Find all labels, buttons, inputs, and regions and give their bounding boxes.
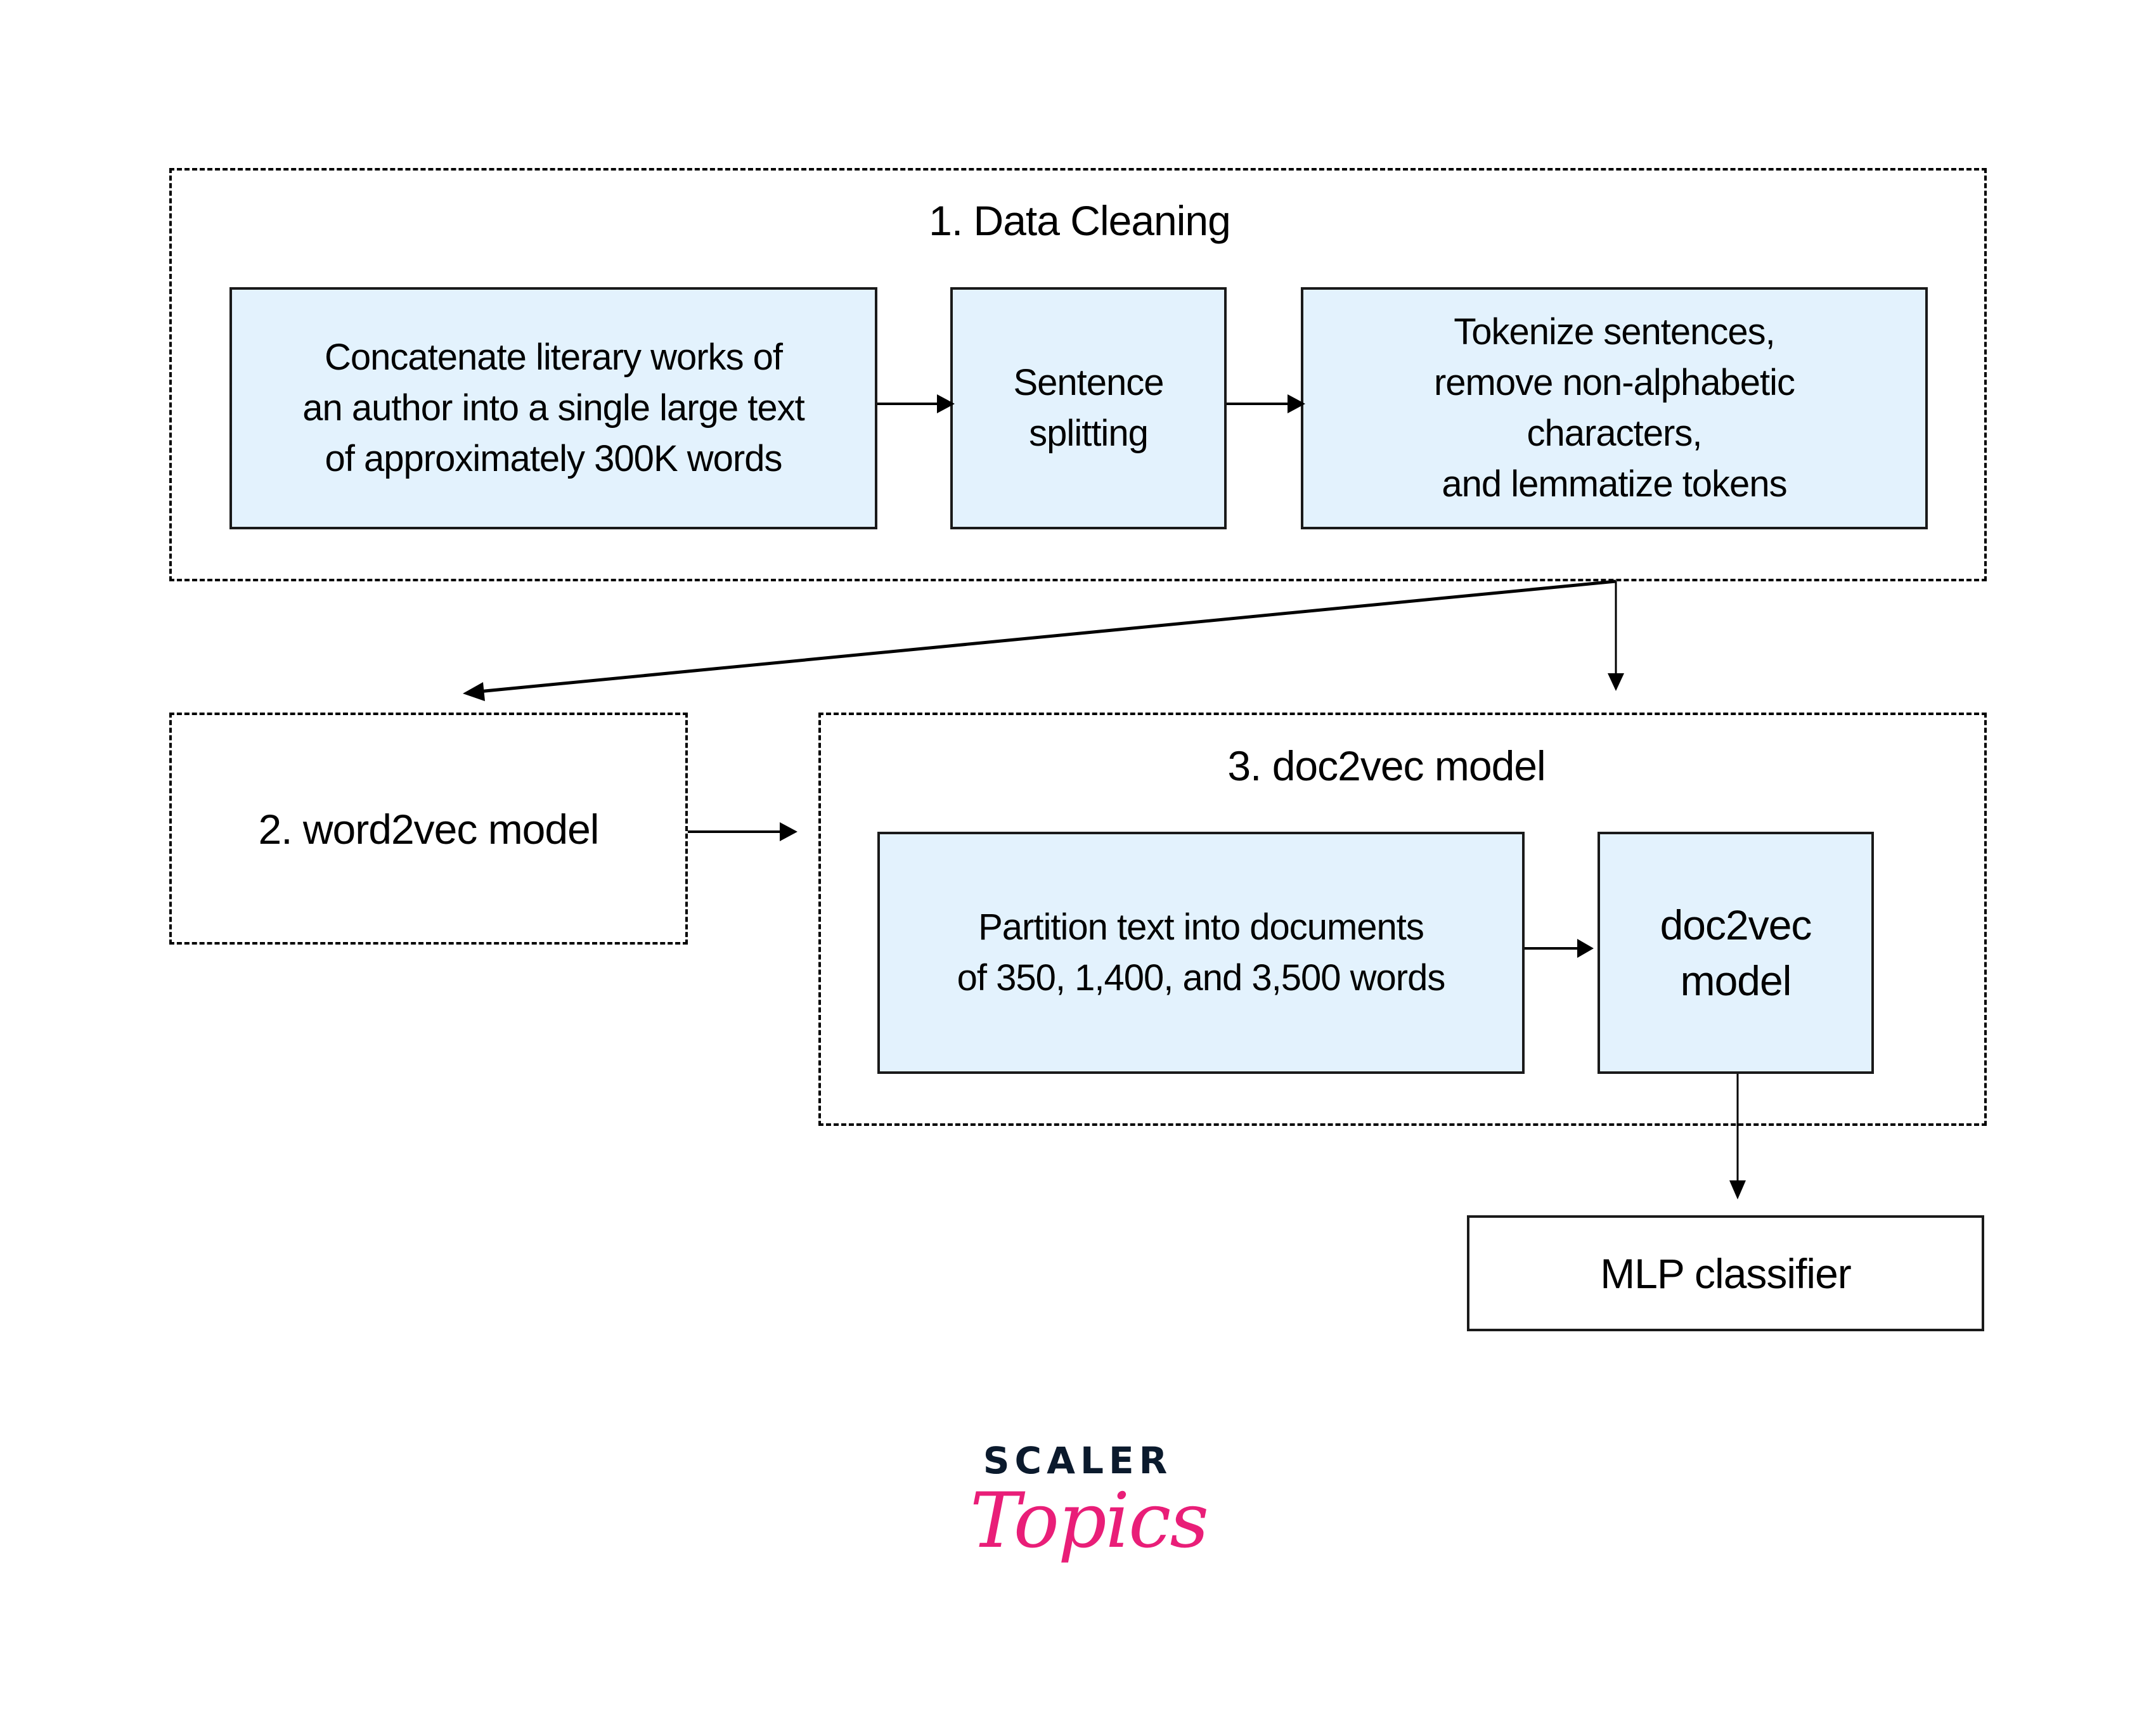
node-tokenize-label: Tokenize sentences, remove non-alphabeti… — [1433, 311, 1795, 505]
node-doc2vec-model-label: doc2vec model — [1660, 901, 1812, 1004]
edge-word2vec-to-doc2vec — [688, 822, 797, 841]
edge-data-cleaning-to-doc2vec — [1608, 581, 1624, 691]
node-partition: Partition text into documents of 350, 1,… — [877, 832, 1525, 1074]
node-partition-label: Partition text into documents of 350, 1,… — [957, 907, 1446, 998]
group-doc2vec — [818, 713, 1987, 1126]
arrowhead-icon — [1608, 673, 1624, 691]
group-word2vec — [169, 713, 688, 945]
node-sentence-splitting: Sentence splitting — [950, 287, 1227, 529]
node-mlp-classifier-label: MLP classifier — [1600, 1249, 1852, 1297]
group-title-data-cleaning: 1. Data Cleaning — [929, 197, 1231, 244]
edge-partition-to-doc2vec-model — [1525, 939, 1594, 958]
arrowhead-icon — [1288, 394, 1305, 413]
node-tokenize: Tokenize sentences, remove non-alphabeti… — [1301, 287, 1928, 529]
arrowhead-icon — [937, 394, 955, 413]
arrowhead-icon — [463, 682, 485, 701]
node-sentence-splitting-label: Sentence splitting — [1013, 362, 1164, 454]
scaler-topics-logo: SCALER Topics — [970, 1439, 1209, 1610]
logo-topics-text: Topics — [970, 1477, 1209, 1565]
edge-sentence-splitting-to-tokenize — [1227, 394, 1305, 413]
node-concatenate: Concatenate literary works of an author … — [229, 287, 877, 529]
group-title-word2vec: 2. word2vec model — [258, 806, 600, 853]
group-title-doc2vec: 3. doc2vec model — [1227, 742, 1546, 789]
edge-concatenate-to-sentence-splitting — [877, 394, 955, 413]
node-doc2vec-model: doc2vec model — [1598, 832, 1874, 1074]
arrowhead-icon — [1577, 939, 1594, 958]
node-mlp-classifier: MLP classifier — [1467, 1215, 1984, 1331]
group-data-cleaning — [169, 168, 1987, 581]
logo-scaler-text: SCALER — [983, 1439, 1173, 1482]
edge-data-cleaning-to-word2vec — [463, 579, 1617, 701]
node-concatenate-label: Concatenate literary works of an author … — [302, 337, 804, 479]
arrowhead-icon — [1729, 1180, 1746, 1199]
arrowhead-icon — [780, 822, 797, 841]
edge-doc2vec-model-to-mlp — [1729, 1074, 1746, 1199]
